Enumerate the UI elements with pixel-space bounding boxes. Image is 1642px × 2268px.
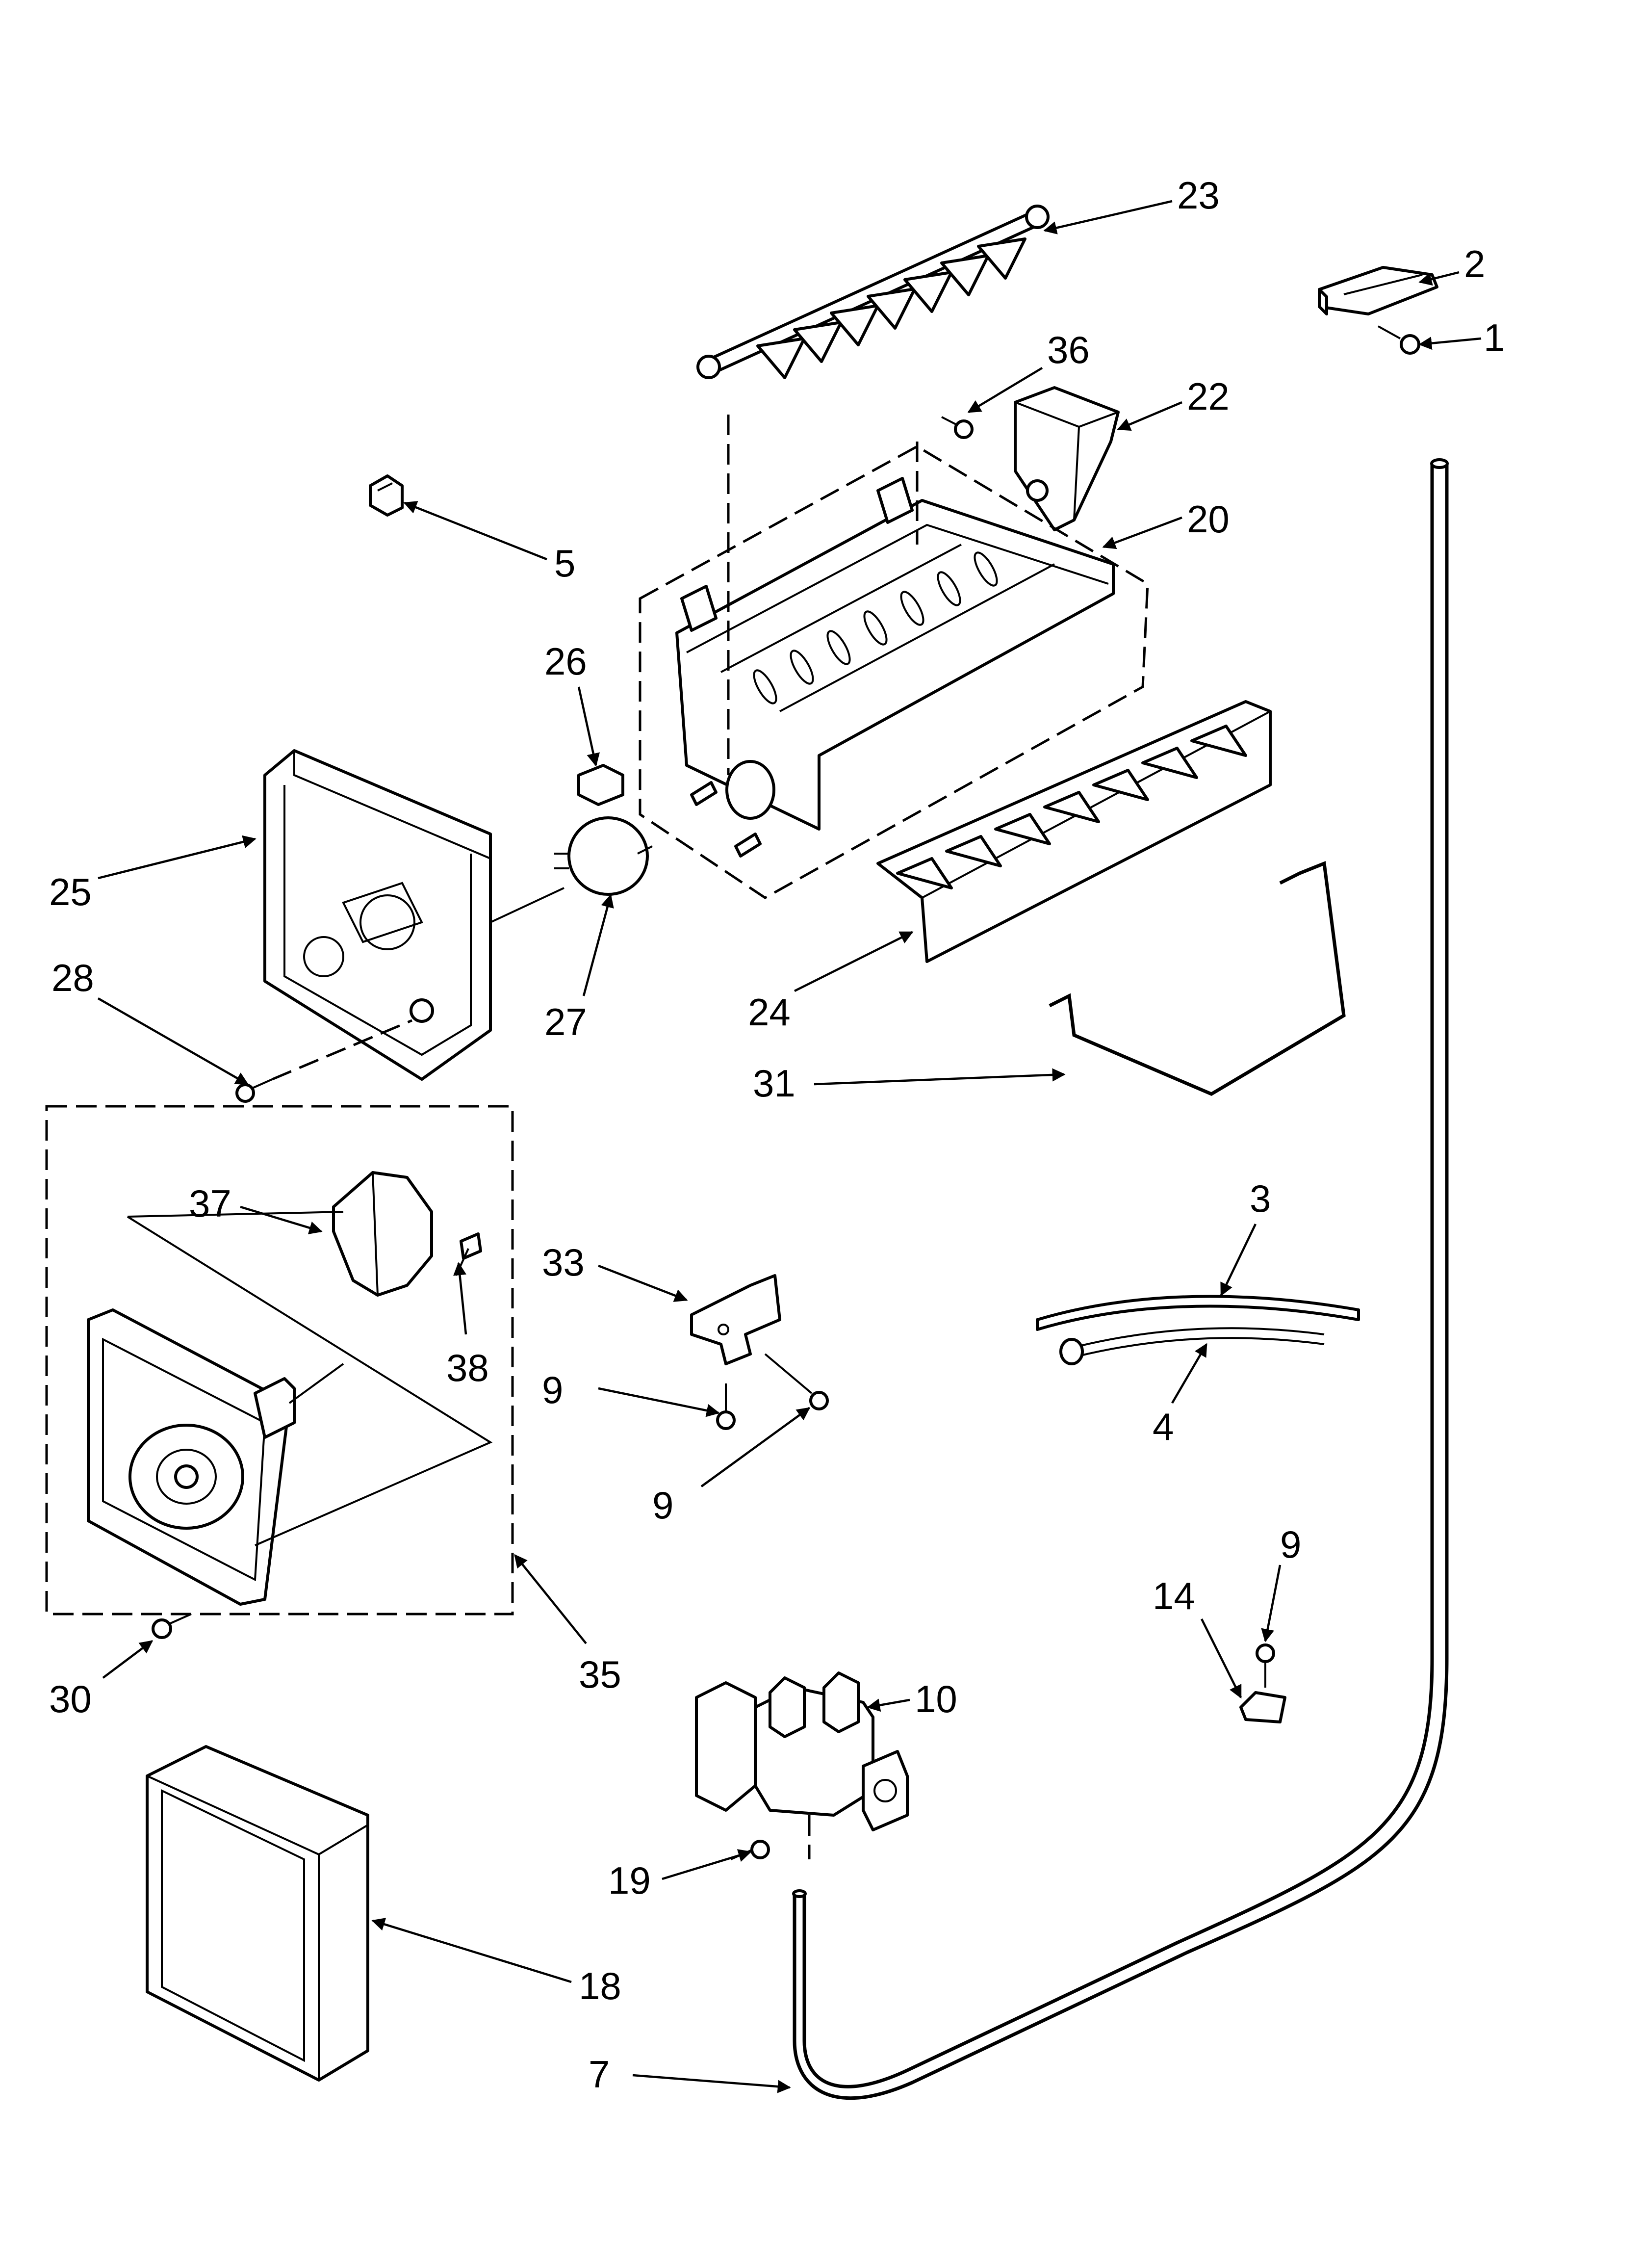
leader-lines (97, 200, 1482, 2093)
callout-9a: 9 (542, 1368, 563, 1411)
callout-25: 25 (49, 870, 92, 913)
thermostat-part (554, 816, 653, 896)
callout-14: 14 (1153, 1574, 1195, 1617)
callout-27: 27 (544, 1000, 587, 1043)
cover-part (690, 1274, 781, 1365)
clamp-part (1239, 1691, 1286, 1723)
callout-28: 28 (51, 956, 94, 999)
screw-9c (1256, 1643, 1275, 1688)
callout-31: 31 (753, 1062, 795, 1105)
callout-18: 18 (579, 1964, 621, 2007)
bin-cover-part (146, 1745, 369, 2082)
screw-28 (235, 1019, 412, 1103)
callout-37: 37 (189, 1182, 231, 1225)
callout-10: 10 (915, 1677, 957, 1721)
motor-module-dashed-group (45, 1105, 514, 1616)
shutoff-arm-part (1049, 861, 1346, 1096)
tube-3 (1036, 1295, 1360, 1331)
bracket-part (1318, 266, 1438, 315)
callout-20: 20 (1187, 497, 1230, 541)
callout-33: 33 (542, 1241, 585, 1284)
motor-part (127, 1171, 433, 1297)
callout-7: 7 (589, 2053, 610, 2096)
callout-36: 36 (1047, 328, 1090, 371)
ejector-part (696, 205, 1050, 379)
screw-1 (1378, 325, 1420, 355)
stripper-part (876, 700, 1272, 963)
callout-2: 2 (1464, 242, 1485, 286)
housing-part (263, 749, 564, 1081)
callout-3: 3 (1250, 1177, 1271, 1220)
fill-cup-part (1014, 386, 1120, 531)
callout-23: 23 (1177, 174, 1220, 217)
water-tube-part (792, 458, 1449, 2100)
callout-30: 30 (49, 1677, 92, 1721)
callout-9c: 9 (1280, 1523, 1301, 1566)
bearing-part (577, 764, 624, 806)
mold-dashed-group (639, 445, 1149, 899)
motor-module-part (87, 1216, 493, 1606)
screw-9a (716, 1383, 736, 1430)
callout-35: 35 (579, 1653, 621, 1696)
callout-9b: 9 (652, 1484, 673, 1527)
screw-36 (941, 416, 974, 439)
water-valve-part (695, 1671, 909, 1859)
callout-5: 5 (554, 542, 575, 585)
callout-19: 19 (608, 1859, 651, 1902)
callout-38: 38 (446, 1346, 489, 1389)
ice-mold-part (675, 477, 1115, 858)
callout-labels: 1 2 3 4 5 7 9 9 9 9 10 14 18 19 20 22 23… (49, 174, 1505, 2096)
screw-30 (152, 1613, 192, 1639)
callout-1: 1 (1484, 316, 1505, 359)
tube-4 (1059, 1327, 1325, 1365)
callout-22: 22 (1187, 375, 1230, 418)
callout-26: 26 (544, 640, 587, 683)
clip-part (369, 474, 404, 517)
callout-4: 4 (1153, 1405, 1174, 1448)
screw-9b (764, 1353, 829, 1410)
callout-24: 24 (748, 991, 791, 1034)
